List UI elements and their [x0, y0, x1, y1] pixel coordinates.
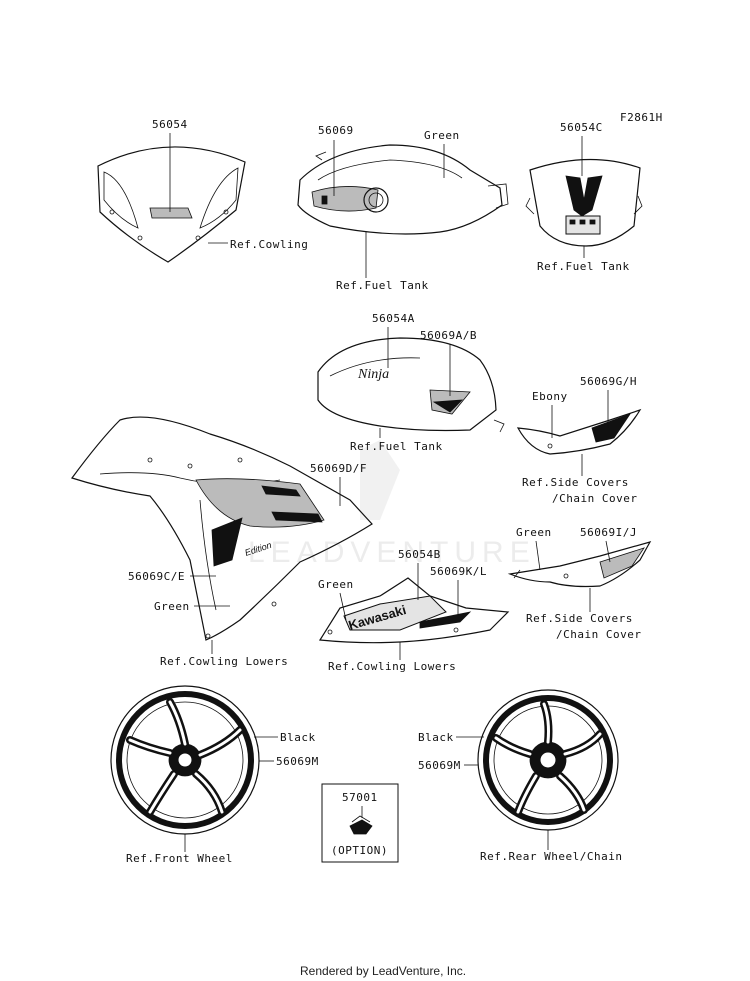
label-56069ab: 56069A/B: [420, 329, 477, 342]
label-56069ij: 56069I/J: [580, 526, 637, 539]
side-cover-gh-part: [516, 408, 642, 455]
diagram-code: F2861H: [620, 111, 663, 124]
render-credit: Rendered by LeadVenture, Inc.: [300, 964, 466, 978]
label-ref-side-covers-1: Ref.Side Covers: [522, 476, 629, 489]
label-56069: 56069: [318, 124, 354, 137]
watermark-text: LEADVENTURE: [248, 536, 536, 569]
label-ref-cowling-lowers-1: Ref.Cowling Lowers: [160, 655, 288, 668]
label-56054b: 56054B: [398, 548, 441, 561]
label-ref-cowling-lowers-2: Ref.Cowling Lowers: [328, 660, 456, 673]
label-ref-fuel-tank-2: Ref.Fuel Tank: [537, 260, 630, 273]
label-green-lower: Green: [318, 578, 354, 591]
label-green-cowl: Green: [154, 600, 190, 613]
label-56069m-rear: 56069M: [418, 759, 461, 772]
fuel-tank-top-part: [297, 144, 509, 235]
label-56054a: 56054A: [372, 312, 415, 325]
label-chain-cover-2: /Chain Cover: [556, 628, 641, 641]
front-wheel-part: [110, 685, 260, 835]
label-56069gh: 56069G/H: [580, 375, 637, 388]
label-option: (OPTION): [331, 844, 388, 857]
label-green-side: Green: [516, 526, 552, 539]
label-black-front: Black: [280, 731, 316, 744]
label-56069ce: 56069C/E: [128, 570, 185, 583]
label-56054c: 56054C: [560, 121, 603, 134]
label-black-rear: Black: [418, 731, 454, 744]
rear-wheel-part: [477, 689, 619, 831]
windscreen-part: [97, 146, 246, 263]
label-56069m-front: 56069M: [276, 755, 319, 768]
label-ref-fuel-tank-3: Ref.Fuel Tank: [350, 440, 443, 453]
main-cowling-part: Edition: [71, 416, 373, 641]
watermark: LEADVENTURE: [248, 440, 536, 569]
label-ref-cowling: Ref.Cowling: [230, 238, 308, 251]
label-56054: 56054: [152, 118, 188, 131]
label-ref-rear-wheel: Ref.Rear Wheel/Chain: [480, 850, 622, 863]
ninja-decal: Ninja: [357, 367, 389, 382]
side-cover-ij-part: [507, 541, 652, 588]
label-ebony: Ebony: [532, 390, 568, 403]
label-chain-cover-1: /Chain Cover: [552, 492, 637, 505]
label-ref-side-covers-2: Ref.Side Covers: [526, 612, 633, 625]
label-ref-front-wheel: Ref.Front Wheel: [126, 852, 233, 865]
label-56069df: 56069D/F: [310, 462, 367, 475]
label-green-tank: Green: [424, 129, 460, 142]
label-57001: 57001: [342, 791, 378, 804]
fuel-tank-side-part: Ninja: [317, 337, 505, 433]
option-part-box: [321, 783, 399, 863]
windscreen-c-part: [525, 158, 643, 247]
label-56069kl: 56069K/L: [430, 565, 487, 578]
label-ref-fuel-tank-1: Ref.Fuel Tank: [336, 279, 429, 292]
